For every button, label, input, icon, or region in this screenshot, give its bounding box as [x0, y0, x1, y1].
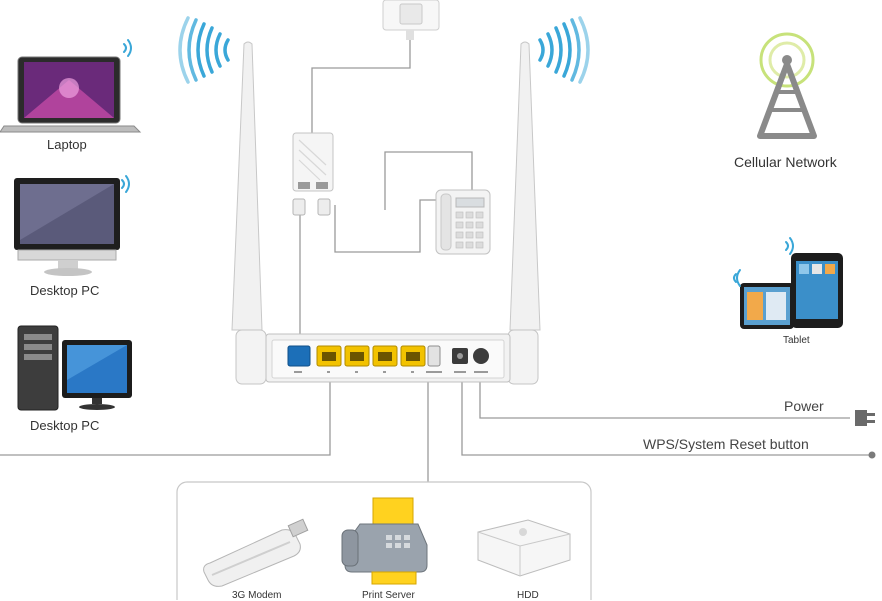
laptop-image	[0, 39, 142, 133]
tablet-label: Tablet	[783, 335, 810, 346]
wps-reset-label: WPS/System Reset button	[643, 436, 809, 452]
desktop-pc-label-1: Desktop PC	[30, 283, 100, 298]
desktop-monitor-image	[14, 175, 130, 276]
power-plug-icon	[855, 410, 875, 426]
wifi-waves-left	[178, 16, 230, 84]
antenna-right	[509, 41, 541, 331]
usb-devices-frame	[176, 481, 592, 600]
antenna-left	[231, 41, 263, 331]
print-server-image	[341, 497, 428, 585]
power-label: Power	[784, 398, 824, 414]
desktop-pc-label-2: Desktop PC	[30, 418, 100, 433]
wps-reset-button	[473, 348, 489, 364]
laptop-label: Laptop	[47, 137, 87, 152]
modem-image	[203, 518, 309, 587]
wall-socket	[382, 0, 440, 40]
connector-lines	[0, 38, 870, 482]
hdd-label: HDD	[517, 590, 539, 601]
wifi-waves-right	[538, 16, 590, 84]
adsl-splitter	[292, 132, 334, 216]
tablet-image	[733, 237, 843, 329]
cellular-network-label: Cellular Network	[734, 154, 837, 170]
router	[231, 41, 541, 385]
cellular-tower-image	[757, 32, 817, 139]
hdd-image	[477, 519, 571, 577]
usb-port	[427, 345, 441, 367]
dsl-port	[287, 345, 311, 367]
desktop-tower-image	[17, 325, 132, 411]
print-server-label: Print Server	[362, 590, 415, 601]
wps-callout-dot	[868, 451, 876, 459]
modem-label: 3G Modem	[232, 590, 282, 601]
telephone	[435, 189, 491, 255]
